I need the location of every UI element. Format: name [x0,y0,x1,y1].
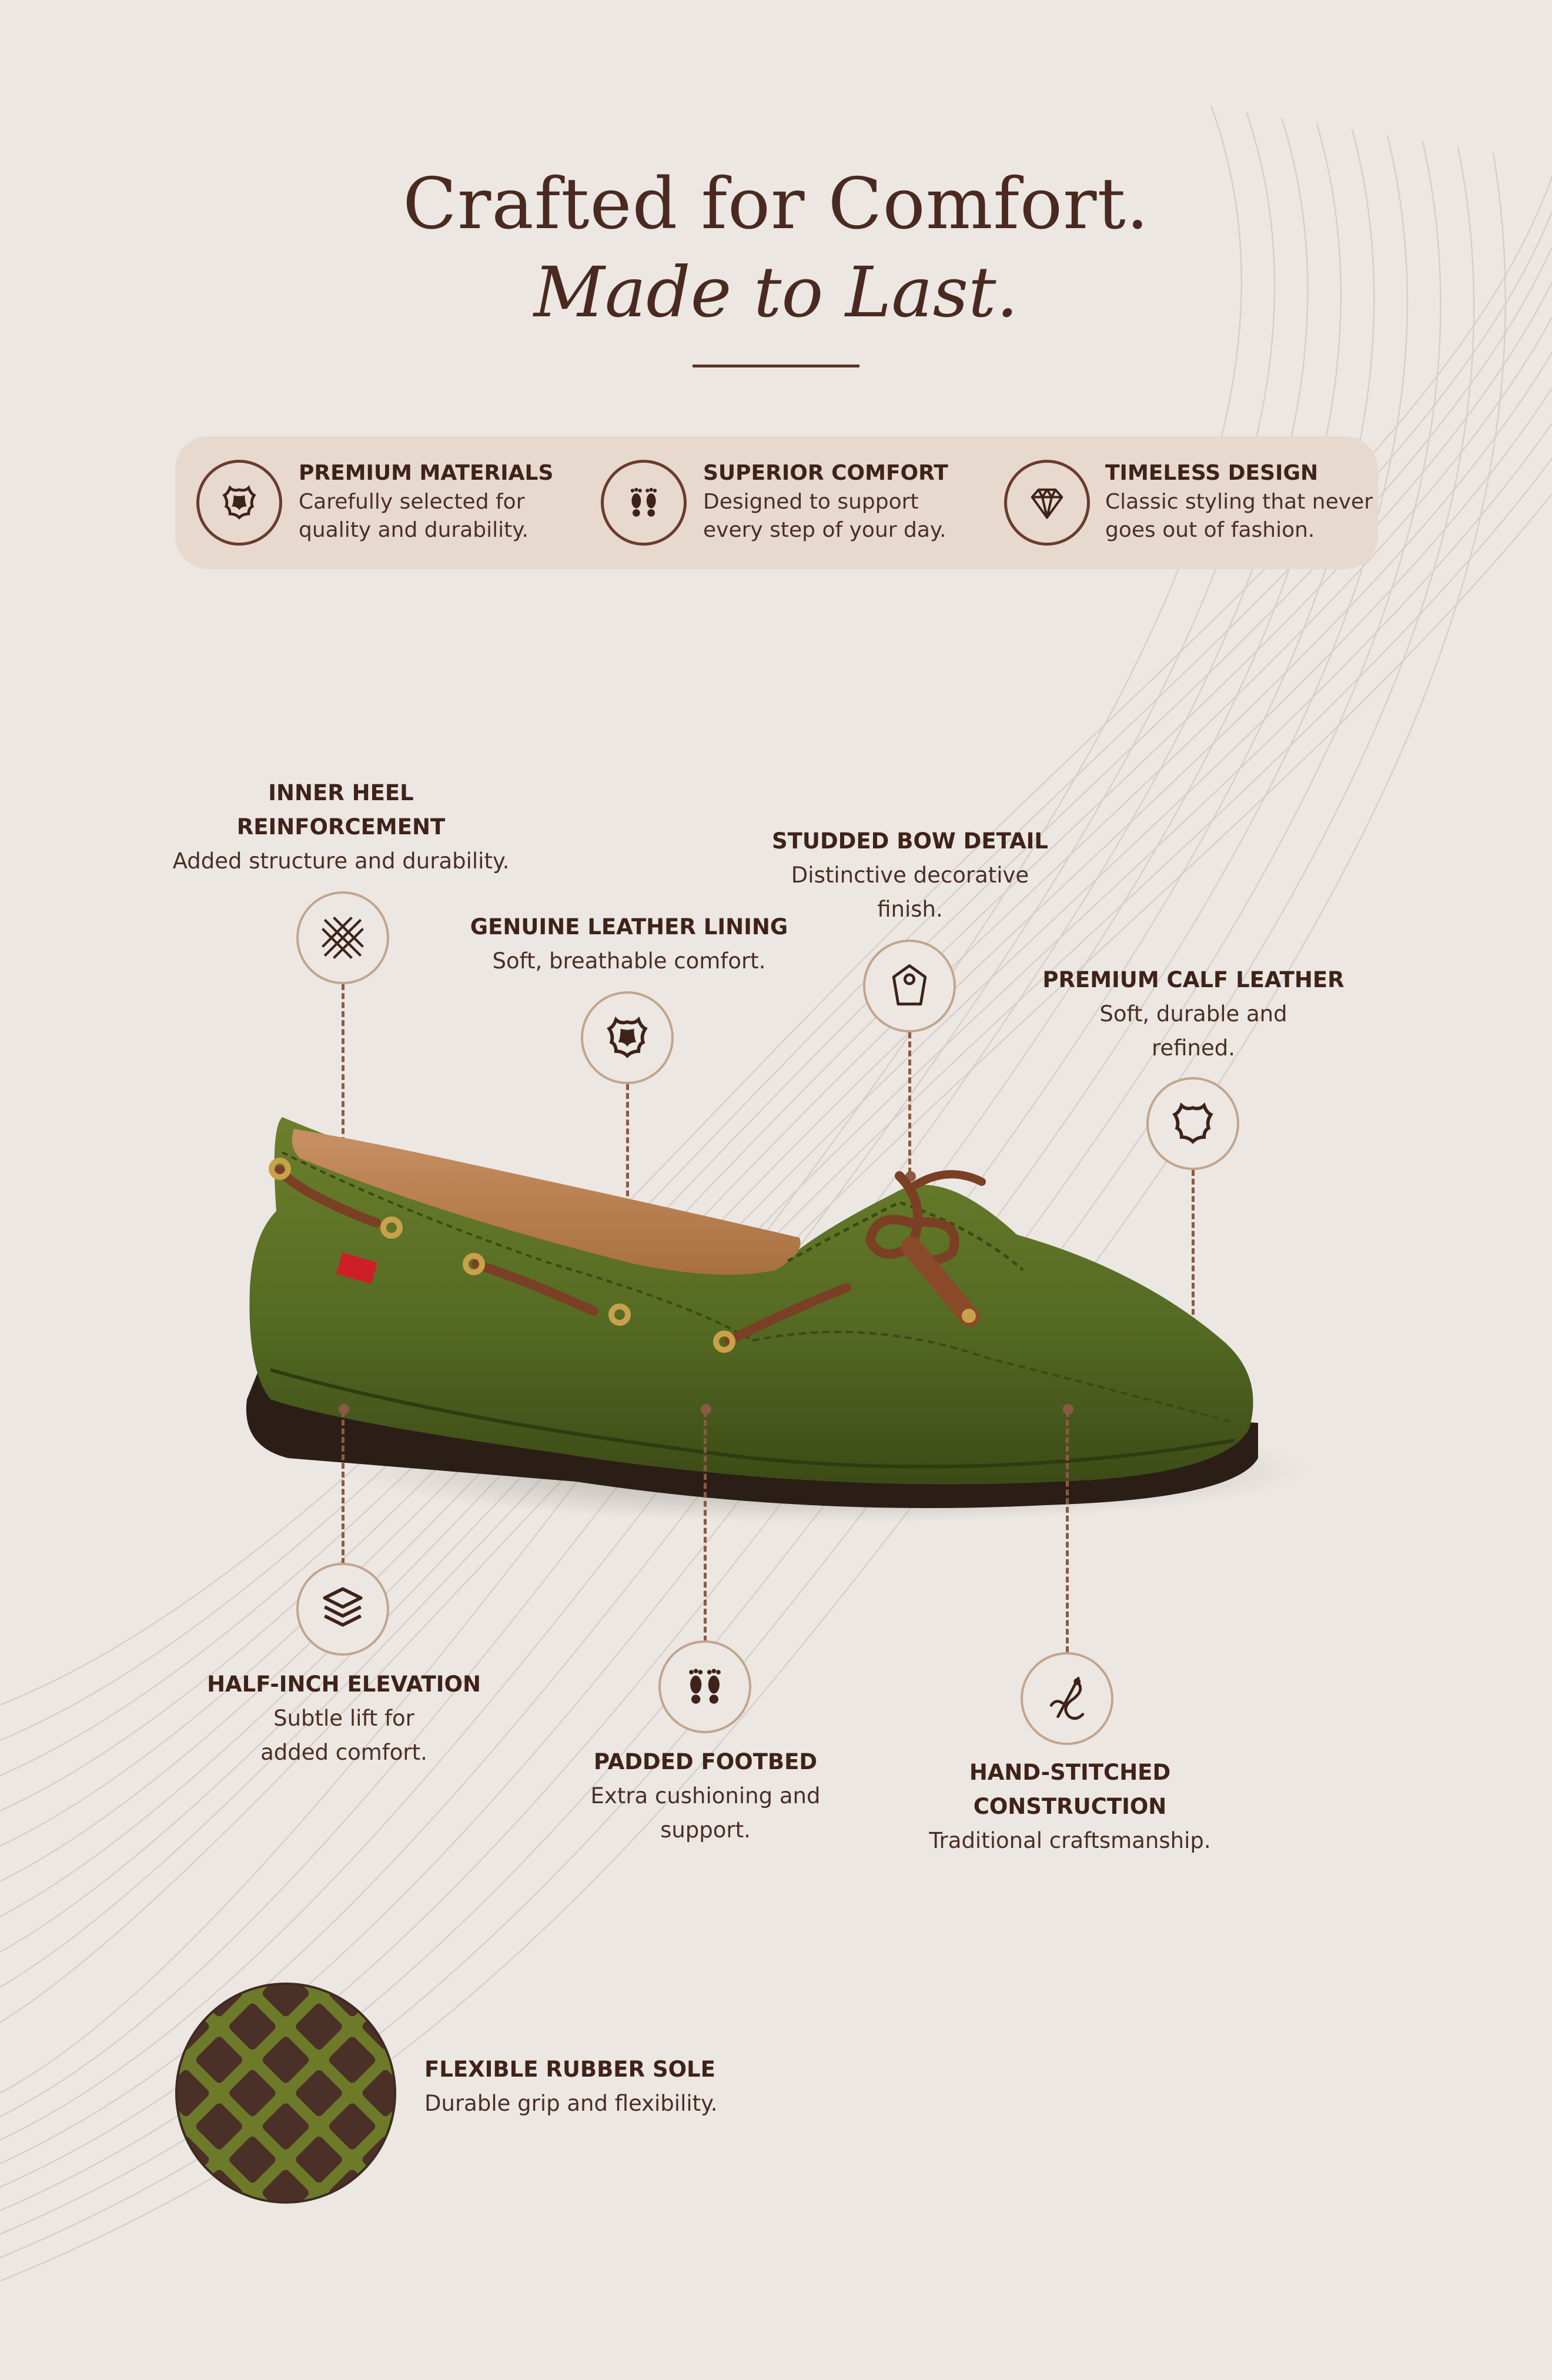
footprints-icon [601,460,687,546]
feature-title: PREMIUM MATERIALS [299,461,554,485]
feature-title: SUPERIOR COMFORT [703,461,948,485]
page-title: Crafted for Comfort. [403,163,1149,245]
title-divider [693,365,859,367]
shoe-lining [292,1129,801,1275]
layers-icon [296,1563,389,1656]
leather-hide-icon [581,991,674,1084]
stud-tag-icon [863,940,956,1032]
bow [865,1170,986,1327]
needle-thread-icon [1021,1652,1113,1745]
leader-line [1066,1411,1069,1652]
loafer-shoe-image [246,1117,1311,1523]
feature-title: TIMELESS DESIGN [1105,461,1319,485]
callout-calf-leather: PREMIUM CALF LEATHER Soft, durable and r… [1042,967,1344,1061]
callout-hand-stitched: HAND-STITCHED CONSTRUCTION Traditional c… [929,1760,1211,1853]
leader-line [1192,1170,1195,1358]
leather-hide-icon [196,460,282,546]
callout-inner-heel: INNER HEEL REINFORCEMENT Added structure… [172,780,510,874]
footprints-icon [658,1640,751,1733]
leader-line [704,1411,707,1642]
leader-dot [1063,1404,1073,1415]
leader-line [626,1084,629,1223]
leader-line [908,1032,911,1174]
callout-half-inch: HALF-INCH ELEVATION Subtle lift for adde… [207,1672,481,1765]
leader-line [342,984,344,1143]
leader-dot [701,1404,711,1415]
sole-title: FLEXIBLE RUBBER SOLE [424,2057,715,2082]
leader-dot [339,1404,349,1415]
sole-description: Durable grip and flexibility. [424,2091,718,2116]
features-bar: PREMIUM MATERIALS Carefully selected for… [175,436,1378,569]
leather-outline-icon [1146,1077,1239,1170]
callout-padded-footbed: PADDED FOOTBED Extra cushioning and supp… [590,1749,821,1843]
leader-line [342,1411,344,1564]
callout-leather-lining: GENUINE LEATHER LINING Soft, breathable … [470,914,788,974]
rubber-sole-swatch [175,1983,396,2204]
callout-studded-bow: STUDDED BOW DETAIL Distinctive decorativ… [772,828,1048,922]
red-tab [336,1252,378,1284]
crosshatch-icon [296,891,389,984]
page-subtitle: Made to Last. [533,252,1019,333]
eyelets [269,1158,735,1353]
diamond-icon [1004,460,1090,546]
